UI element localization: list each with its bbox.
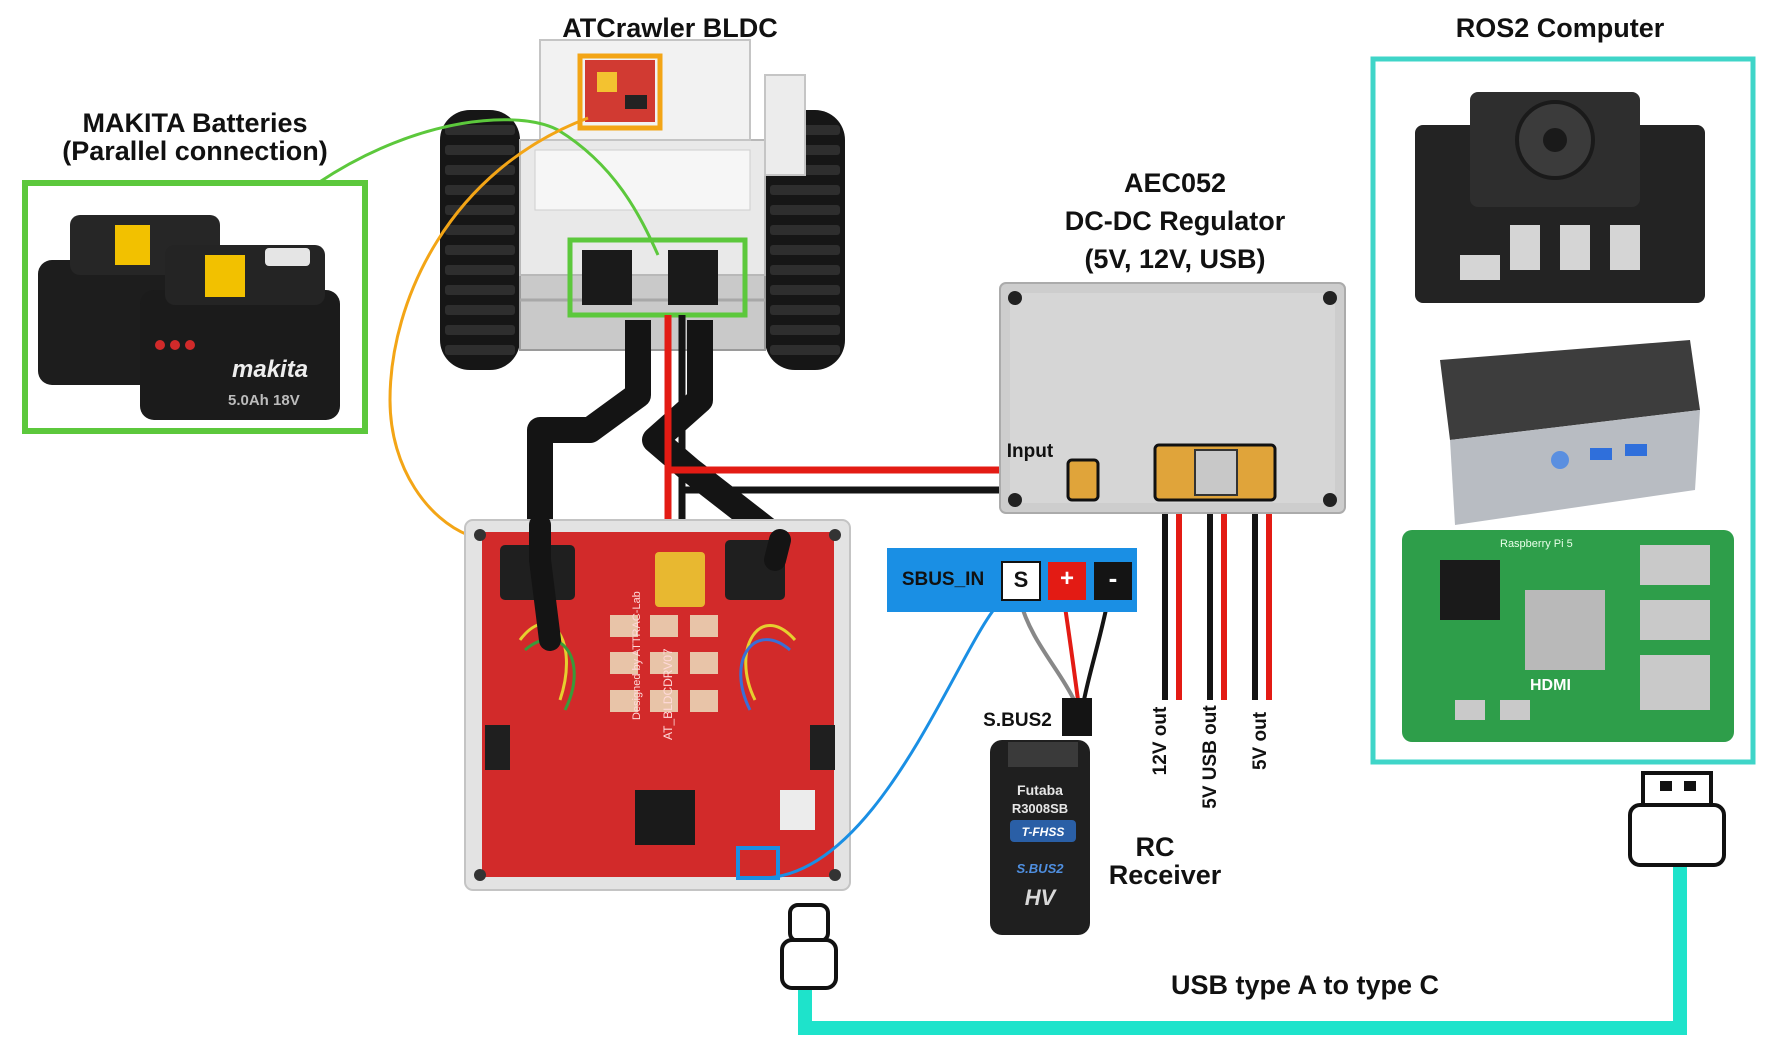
- sbus-pin-plus: [1048, 562, 1086, 600]
- mini-pc-icon: [1440, 340, 1700, 525]
- out-5v-label: 5V out: [1250, 711, 1271, 771]
- raspberry-pi-icon: [1402, 530, 1734, 742]
- battery-title-line2: (Parallel connection): [62, 136, 328, 166]
- regulator-title-line1: AEC052: [1123, 168, 1227, 198]
- controller-highlight: [577, 53, 663, 131]
- sbus-signal-cable: [759, 598, 1004, 880]
- rc-receiver-line2: Receiver: [1108, 860, 1222, 890]
- pi-name-text: Raspberry Pi 5: [1500, 538, 1573, 550]
- usb-cable-label: USB type A to type C: [1170, 970, 1440, 1000]
- out-5v-usb-label: 5V USB out: [1200, 705, 1221, 809]
- board-name-text: AT_BLDCDRV07: [661, 648, 675, 740]
- crawler-title: ATCrawler BLDC: [562, 13, 778, 43]
- controller-link-line: [388, 116, 589, 537]
- sbus2-label: S.BUS2: [983, 710, 1052, 731]
- battery-spec-text: 5.0Ah 18V: [228, 392, 300, 409]
- sbus-pin-plus-label: +: [1059, 565, 1074, 592]
- pi-hdmi-text: HDMI: [1530, 677, 1571, 694]
- receiver-brand-text: Futaba: [1017, 782, 1063, 798]
- power-wiring: [527, 315, 1272, 700]
- sbus-pin-minus-label: -: [1108, 563, 1118, 593]
- sbus-pin-minus: [1094, 562, 1132, 600]
- sbus-pin-s: [1001, 561, 1041, 601]
- makita-battery-icon: [38, 215, 340, 420]
- usb-cable: [798, 860, 1687, 1035]
- dc-dc-regulator-icon: [999, 282, 1346, 514]
- crawler-robot-icon: [440, 39, 845, 370]
- receiver-model-text: R3008SB: [1012, 801, 1068, 816]
- bldc-driver-board: [464, 519, 851, 891]
- regulator-title-line2: DC-DC Regulator: [1064, 206, 1286, 236]
- receiver-feature1-text: T-FHSS: [1022, 825, 1065, 839]
- rc-receiver-icon: [990, 740, 1090, 935]
- usb-c-plug-icon: [780, 903, 838, 990]
- battery-link-line: [317, 118, 660, 256]
- receiver-feature2-text: S.BUS2: [1017, 861, 1065, 876]
- regulator-title-line3: (5V, 12V, USB): [1084, 244, 1266, 274]
- sbus2-plug: [1062, 698, 1092, 736]
- usb-a-plug-icon: [1628, 771, 1726, 867]
- out-12v-label: 12V out: [1150, 706, 1171, 776]
- sbus-header-highlight: [736, 846, 780, 880]
- battery-title-line1: MAKITA Batteries: [82, 108, 308, 138]
- battery-slot-highlight: [567, 237, 748, 318]
- sbus-in-label: SBUS_IN: [901, 569, 985, 590]
- rc-receiver-line1: RC: [1135, 832, 1175, 862]
- receiver-feature3-text: HV: [1025, 885, 1058, 910]
- ros-computer-title: ROS2 Computer: [1455, 13, 1665, 43]
- regulator-input-label: Input: [1006, 441, 1054, 462]
- jetson-board-icon: [1415, 92, 1705, 303]
- board-credit-text: Designed by ATTRAC-Lab: [631, 591, 643, 720]
- sbus-pin-s-label: S: [1013, 567, 1029, 592]
- battery-brand-text: makita: [232, 356, 308, 383]
